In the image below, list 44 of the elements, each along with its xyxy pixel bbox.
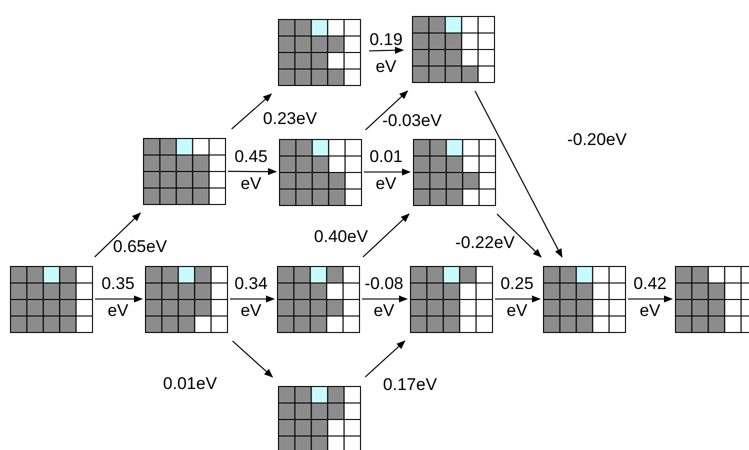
edge-label: 0.01 eV bbox=[369, 146, 403, 195]
edge-label: 0.25 eV bbox=[500, 273, 534, 322]
arrow bbox=[231, 93, 272, 130]
edge-label: 0.34 eV bbox=[234, 273, 268, 322]
edge-label: 0.35 eV bbox=[101, 273, 135, 322]
edge-label: 0.65eV bbox=[113, 238, 167, 256]
edge-label: 0.01eV bbox=[163, 375, 217, 393]
edge-label: 0.17eV bbox=[383, 376, 437, 394]
lattice-grid bbox=[278, 386, 360, 450]
arrow bbox=[95, 295, 143, 303]
edge-label: -0.08 eV bbox=[364, 273, 404, 322]
arrow bbox=[362, 295, 408, 303]
arrow bbox=[628, 295, 673, 303]
edge-label: 0.23eV bbox=[263, 110, 317, 128]
lattice-grid bbox=[145, 266, 227, 332]
arrow bbox=[495, 295, 541, 303]
arrow bbox=[362, 213, 410, 258]
lattice-grid bbox=[277, 266, 359, 332]
lattice-grid bbox=[279, 139, 361, 205]
arrow bbox=[364, 340, 406, 378]
edge-label: -0.20eV bbox=[567, 131, 627, 149]
arrow bbox=[364, 168, 411, 176]
edge-label: 0.40eV bbox=[314, 228, 368, 246]
lattice-grid bbox=[413, 139, 495, 205]
lattice-grid bbox=[412, 16, 494, 82]
arrow bbox=[496, 214, 542, 258]
arrow bbox=[232, 340, 274, 378]
arrow bbox=[228, 168, 277, 176]
lattice-grid bbox=[410, 266, 492, 332]
edge-label: -0.22eV bbox=[455, 234, 515, 252]
lattice-grid bbox=[10, 266, 92, 332]
lattice-grid bbox=[543, 266, 625, 332]
lattice-grid bbox=[278, 19, 360, 85]
arrow bbox=[368, 46, 404, 54]
arrow bbox=[230, 295, 275, 303]
edge-label: 0.19 eV bbox=[369, 29, 403, 78]
lattice-grid bbox=[675, 266, 749, 332]
edge-label: -0.03eV bbox=[382, 112, 442, 130]
arrow bbox=[474, 90, 562, 258]
arrow bbox=[365, 90, 408, 130]
edge-label: 0.42 eV bbox=[633, 273, 667, 322]
edge-label: 0.45 eV bbox=[234, 146, 268, 195]
lattice-grid bbox=[143, 138, 225, 204]
arrow bbox=[94, 212, 141, 258]
